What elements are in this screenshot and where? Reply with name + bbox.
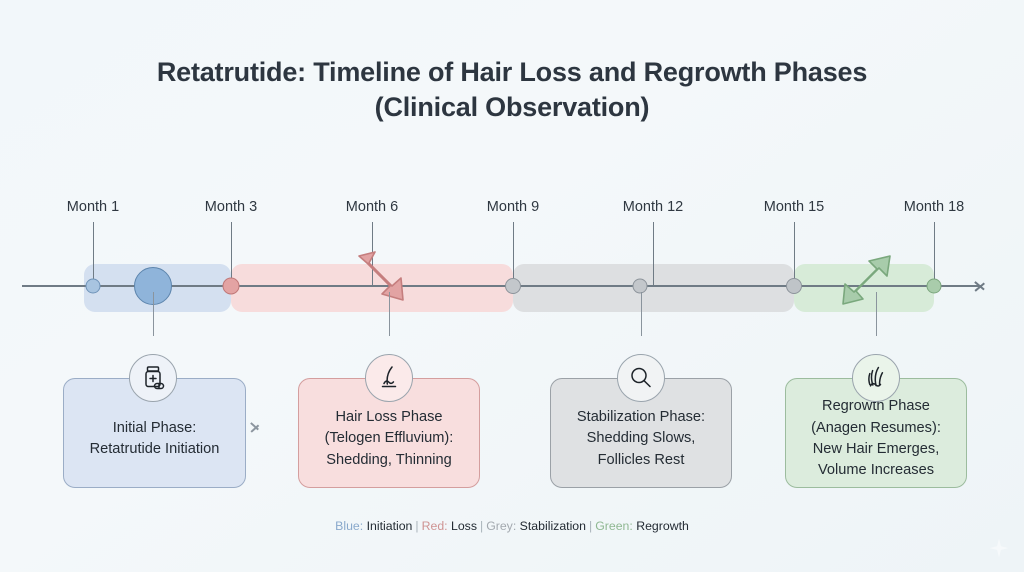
month-tick-5 bbox=[653, 222, 655, 286]
legend-separator: | bbox=[415, 519, 419, 533]
trend-arrow-growth bbox=[842, 255, 891, 305]
phase-card-label-hair-loss: Hair Loss Phase (Telogen Effluvium): She… bbox=[324, 409, 454, 468]
dot-month-1 bbox=[85, 278, 101, 294]
legend-key-stabilization: Grey: bbox=[486, 519, 517, 533]
month-label-3: Month 6 bbox=[345, 199, 399, 215]
month-label-5: Month 12 bbox=[622, 199, 684, 215]
phase-card-regrowth[interactable]: Regrowth Phase (Anagen Resumes): New Hai… bbox=[785, 378, 967, 488]
month-label-4: Month 9 bbox=[486, 199, 540, 215]
month-tick-4 bbox=[513, 222, 515, 286]
trend-arrow-decline bbox=[358, 251, 404, 301]
legend-key-initiation: Blue: bbox=[335, 519, 364, 533]
month-tick-1 bbox=[93, 222, 95, 286]
legend-value-loss: Loss bbox=[447, 519, 477, 533]
phase-card-hair-loss[interactable]: Hair Loss Phase (Telogen Effluvium): She… bbox=[298, 378, 480, 488]
legend-value-regrowth: Regrowth bbox=[632, 519, 689, 533]
hair-regrowth-icon bbox=[852, 354, 900, 402]
phase-flow-chevron-icon bbox=[251, 420, 265, 434]
phase-card-label-initial: Initial Phase: Retatrutide Initiation bbox=[89, 419, 220, 457]
pill-bottle-icon bbox=[129, 354, 177, 402]
month-tick-2 bbox=[231, 222, 233, 286]
page-title: Retatrutide: Timeline of Hair Loss and R… bbox=[0, 55, 1024, 125]
month-label-1: Month 1 bbox=[66, 199, 120, 215]
month-tick-6 bbox=[794, 222, 796, 286]
dot-month-3 bbox=[222, 277, 240, 295]
watermark-icon bbox=[989, 538, 1009, 558]
dot-month-15 bbox=[786, 278, 802, 294]
month-label-2: Month 3 bbox=[204, 199, 258, 215]
connector-regrowth bbox=[876, 292, 878, 336]
phase-card-initial[interactable]: Initial Phase: Retatrutide Initiation bbox=[63, 378, 246, 488]
timeline-axis-arrowhead bbox=[975, 278, 991, 294]
title-line-1: Retatrutide: Timeline of Hair Loss and R… bbox=[156, 57, 868, 87]
dot-month-12 bbox=[632, 278, 648, 294]
timeline-axis bbox=[22, 285, 982, 287]
legend-separator: | bbox=[479, 519, 484, 533]
connector-stabilization bbox=[641, 292, 643, 336]
legend-value-initiation: Initiation bbox=[363, 519, 413, 533]
phase-card-label-stabilization: Stabilization Phase: Shedding Slows, Fol… bbox=[576, 409, 706, 468]
hair-follicle-icon bbox=[365, 354, 413, 402]
legend-value-stabilization: Stabilization bbox=[516, 519, 586, 533]
magnifier-icon bbox=[617, 354, 665, 402]
band-regrowth bbox=[794, 264, 934, 312]
connector-hair-loss bbox=[389, 292, 391, 336]
title-line-2: (Clinical Observation) bbox=[374, 92, 650, 123]
month-label-7: Month 18 bbox=[903, 199, 965, 215]
legend-key-loss: Red: bbox=[421, 519, 448, 533]
connector-initial bbox=[153, 292, 155, 336]
color-legend: Blue: Initiation|Red: Loss|Grey: Stabili… bbox=[0, 519, 1024, 533]
month-tick-7 bbox=[934, 222, 936, 286]
legend-separator: | bbox=[589, 519, 593, 533]
legend-key-regrowth: Green: bbox=[595, 519, 633, 533]
phase-card-label-regrowth: Regrowth Phase (Anagen Resumes): New Hai… bbox=[811, 398, 941, 479]
dot-month-9 bbox=[505, 278, 521, 294]
dot-month-18 bbox=[926, 278, 942, 294]
month-label-6: Month 15 bbox=[763, 199, 825, 215]
